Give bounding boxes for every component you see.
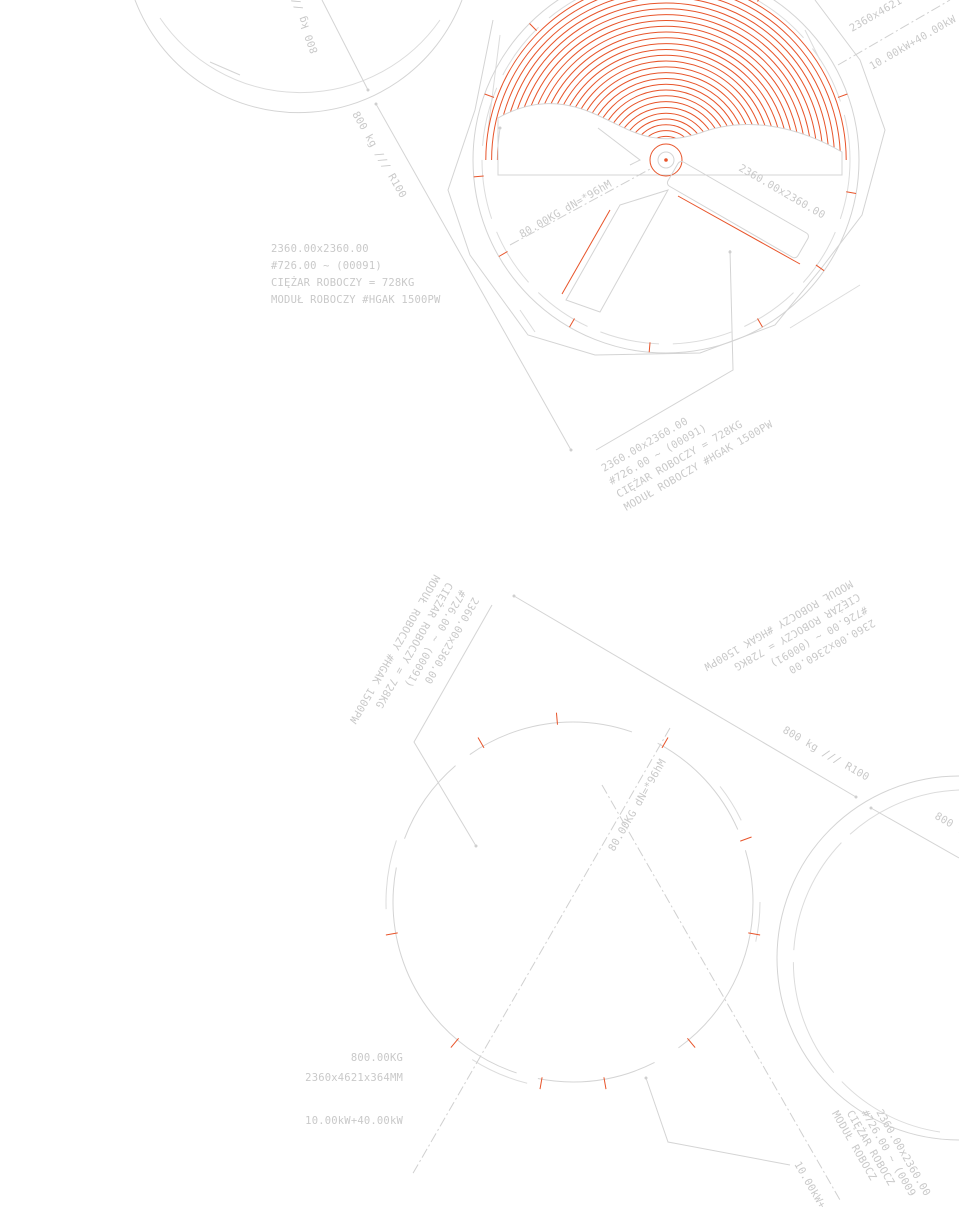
rim-tick [740,836,752,842]
right-partial-circle [776,775,959,1141]
concentric-arc [491,0,841,161]
rim-tick [748,932,761,936]
rim-tick [815,264,825,272]
spec-block-mid-right: MODUŁ ROBOCZY #HGAK 1500PW CIĘŻAR ROBOCZ… [701,577,877,675]
dial-rim-ticks [473,0,857,353]
spec-a-line2: #726.00 ~ (00091) [271,260,382,272]
mid-weight-r-label: 800 kg /// R100 [781,724,872,783]
rim-tick [539,1077,543,1090]
concentric-arc [508,2,824,161]
dial-bottom: 80.00KG dN=*96hM [385,604,841,1201]
spec-b-line2: 2360x4621x364MM [305,1072,403,1084]
rim-tick [757,0,759,2]
spec-b-line4: 10.00kW+40.00kW [305,1115,403,1127]
top-left-partial-circle [134,0,463,114]
spec-block-left: 2360.00x2360.00 #726.00 ~ (00091) CIĘŻAR… [271,243,441,306]
rim-tick [473,175,484,178]
rim-tick [450,1038,459,1048]
rim-tick [477,737,485,749]
dial-axis-label: 80.00KG dN=*96hM [518,178,614,241]
spec-block-rotated: 2360.00x2360.00 #726.00 ~ (00091) CIĘŻAR… [600,415,776,513]
spec-b-line1: 800.00KG [351,1052,403,1064]
top-dims-partial-label: 2360x4621 [848,0,905,35]
concentric-arc [496,0,836,161]
rim-tick [837,93,848,98]
spec-a-line4: MODUŁ ROBOCZY #HGAK 1500PW [271,294,441,306]
top-weight-r-label: 800 kg /// R100 [349,110,408,201]
concentric-arc [514,8,818,161]
concentric-arc [525,19,807,161]
rim-tick [687,1038,696,1048]
bottom-power-partial-label: 10.00kW+ [791,1160,827,1207]
concentric-arc [502,0,830,161]
top-weight-partial-label: 800 kg /// [287,0,321,55]
rim-tick [385,932,398,936]
spec-block-bottom-right: 2360.00x2360.00 #726.00 ~ (0009 CIĘŻAR R… [829,1108,933,1199]
rim-tick [484,93,495,98]
leader-line-mid [513,595,857,798]
dial-bottom-rim-ticks [385,712,761,1090]
spec-a-line3: CIĘŻAR ROBOCZY = 728KG [271,276,414,289]
rim-tick [846,191,857,195]
right-weight-partial-label: 800 ... [933,810,959,843]
leader-line-top [375,103,572,451]
rim-tick [648,342,651,353]
rim-tick [661,737,669,749]
rim-tick [529,23,537,31]
dial-b-axis-label: 80.00KG dN=*96hM [606,757,669,853]
concentric-arc [537,31,795,161]
concentric-arc [531,25,801,161]
concentric-arc [520,14,812,161]
rim-tick [555,712,558,725]
rim-tick [498,251,508,257]
spec-a-line1: 2360.00x2360.00 [271,243,369,255]
concentric-arc [485,0,847,161]
spec-block-bottom-left: 800.00KG 2360x4621x364MM 10.00kW+40.00kW [305,1052,403,1127]
rim-tick [757,318,763,328]
dial-top: 2360.00x2360.00 80.00KG dN=*96hM [447,0,886,451]
rim-tick [603,1077,607,1090]
rim-tick [569,318,575,328]
